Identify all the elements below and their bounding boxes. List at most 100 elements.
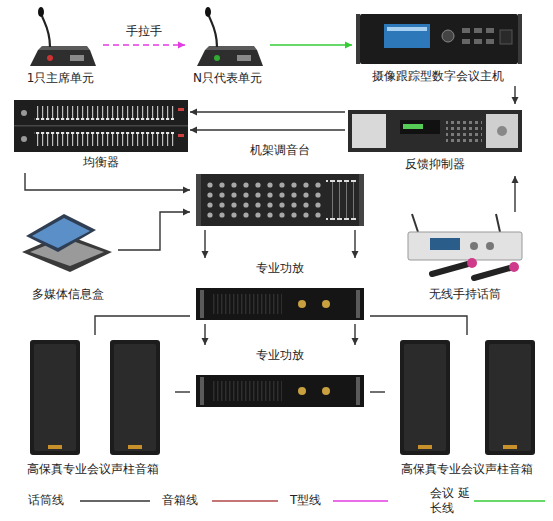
signal-wire	[190, 111, 345, 112]
conference-host-illustration	[356, 14, 522, 64]
device-node: 多媒体信息盒	[18, 212, 118, 304]
feedback-suppressor-illustration	[352, 114, 386, 148]
conference-host-illustration	[518, 14, 522, 64]
chairman-unit-illustration	[47, 55, 53, 61]
wire-label: 手拉手	[124, 24, 164, 39]
mixer-illustration	[204, 178, 324, 218]
signal-wire	[370, 316, 467, 335]
conference-host-illustration	[474, 28, 482, 33]
signal-wire	[514, 176, 515, 212]
equalizer-illustration	[178, 134, 184, 137]
feedback-suppressor-illustration	[446, 118, 482, 142]
signal-wire	[118, 212, 190, 250]
delegate-unit-illustration	[237, 55, 251, 61]
signal-wire	[204, 230, 205, 258]
signal-wire	[354, 230, 355, 258]
legend-line-sample	[80, 500, 150, 502]
chairman-unit-illustration	[30, 7, 96, 66]
column-speaker-illustration	[400, 340, 450, 455]
signal-wire	[190, 129, 345, 130]
amplifier-illustration	[212, 294, 282, 314]
wireless-mic-illustration	[412, 214, 418, 232]
device-label: 摄像跟踪型数字会议主机	[372, 68, 504, 84]
conference-host-illustration	[442, 30, 454, 42]
signal-wire	[175, 391, 190, 392]
multimedia-box-illustration	[26, 214, 96, 252]
column-speaker-illustration	[114, 344, 156, 451]
chairman-unit-illustration	[30, 50, 96, 66]
mixer-illustration	[359, 174, 364, 226]
equalizer-illustration	[34, 106, 174, 120]
wireless-mic-illustration	[486, 242, 494, 250]
signal-wire	[95, 316, 190, 335]
device-label: 高保真专业会议声柱音箱	[27, 461, 159, 477]
chairman-unit-illustration	[38, 46, 90, 50]
wireless-mic-illustration	[496, 214, 500, 232]
wireless-mic-illustration	[408, 214, 522, 278]
feedback-suppressor-illustration	[403, 124, 423, 129]
device-node: 高保真专业会议声柱音箱	[10, 335, 175, 483]
amplifier-illustration	[196, 375, 364, 407]
column-speaker-illustration	[30, 340, 80, 455]
device-node: 专业功放	[190, 258, 370, 324]
amplifier-illustration	[200, 290, 204, 318]
column-speaker-illustration	[48, 445, 62, 449]
signal-wire	[103, 44, 185, 45]
column-speaker-illustration	[404, 344, 446, 451]
amplifier-illustration	[196, 288, 364, 320]
device-node: 无线手持话筒	[400, 212, 530, 304]
device-label: 高保真专业会议声柱音箱	[401, 461, 533, 477]
wireless-mic-illustration	[474, 268, 510, 278]
wireless-mic-illustration	[432, 264, 468, 274]
conference-host-illustration	[356, 14, 360, 64]
conference-host-illustration	[384, 24, 430, 48]
wireless-mic-illustration	[430, 238, 460, 250]
device-label: 1只主席单元	[27, 70, 95, 86]
equalizer-illustration	[34, 132, 174, 146]
signal-wire	[514, 86, 515, 104]
legend-line-sample	[212, 500, 278, 502]
feedback-suppressor-illustration	[497, 126, 507, 136]
conference-host-illustration	[462, 39, 470, 44]
equalizer-illustration	[21, 136, 27, 142]
column-speaker-illustration	[110, 340, 160, 455]
amplifier-illustration	[322, 300, 330, 308]
device-node: 摄像跟踪型数字会议主机	[352, 10, 524, 86]
column-speaker-illustration	[34, 344, 76, 451]
feedback-suppressor-illustration	[400, 120, 440, 134]
equalizer-illustration	[14, 100, 188, 152]
signal-wire	[270, 44, 352, 45]
wireless-mic-illustration	[408, 232, 522, 260]
column-speaker-illustration	[489, 344, 531, 451]
amplifier-illustration	[196, 375, 364, 407]
mixer-illustration	[326, 180, 356, 220]
conference-host-illustration	[500, 30, 512, 44]
delegate-unit-illustration	[209, 16, 217, 47]
equalizer-illustration	[21, 110, 27, 116]
chairman-unit-illustration	[42, 16, 50, 47]
equalizer-illustration	[14, 100, 188, 152]
amplifier-illustration	[356, 290, 360, 318]
amplifier-illustration	[298, 300, 306, 308]
delegate-unit-illustration	[205, 46, 257, 50]
device-node: 1只主席单元	[18, 8, 103, 88]
device-label: 机架调音台	[250, 142, 310, 158]
conference-host-illustration	[486, 39, 494, 44]
device-node: 均衡器	[12, 98, 190, 173]
device-label: 专业功放	[256, 260, 304, 276]
device-node: 高保真专业会议声柱音箱	[385, 335, 548, 481]
device-label: 专业功放	[256, 347, 304, 363]
delegate-unit-illustration	[197, 50, 263, 66]
conference-host-illustration	[360, 14, 518, 64]
multimedia-box-illustration	[22, 214, 112, 272]
legend-text: T型线	[290, 493, 321, 508]
amplifier-illustration	[356, 377, 360, 405]
wireless-mic-illustration	[467, 258, 477, 268]
mixer-illustration	[196, 174, 364, 226]
conference-host-illustration	[474, 39, 482, 44]
amplifier-illustration	[298, 387, 306, 395]
device-node: 机架调音台	[190, 140, 370, 230]
amplifier-illustration	[322, 387, 330, 395]
device-label: 多媒体信息盒	[32, 286, 104, 302]
